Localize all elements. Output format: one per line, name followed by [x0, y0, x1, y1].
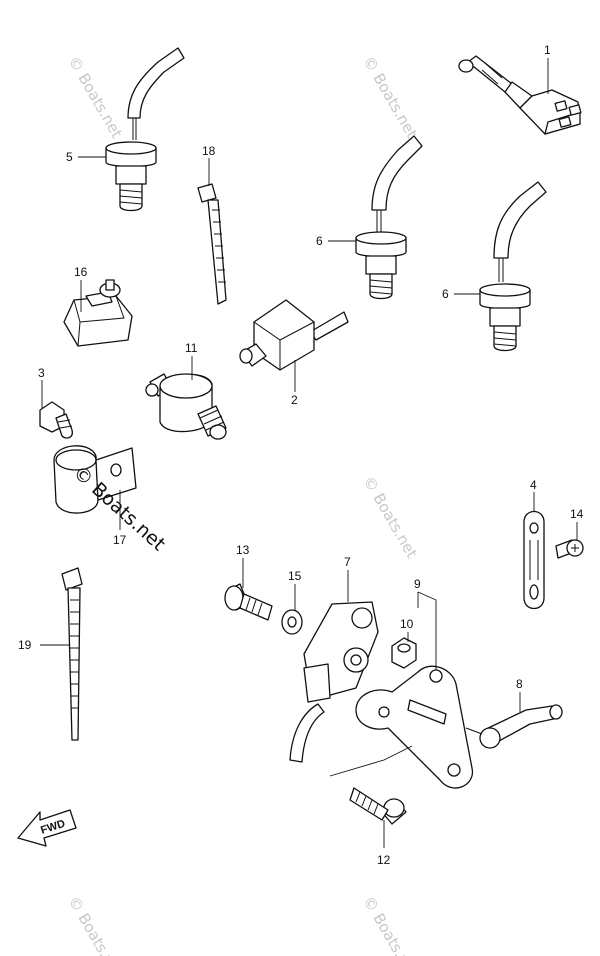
label-part-8: 8: [516, 677, 523, 691]
part-1-connector-sensor: [458, 55, 582, 135]
part-2-knock-sensor: [239, 299, 349, 371]
label-part-5: 5: [66, 150, 73, 164]
part-19-cable-tie: [61, 567, 83, 741]
watermark-3: © Boats.net: [360, 473, 421, 561]
label-part-11: 11: [185, 341, 198, 355]
part-12-bolt: [349, 787, 407, 825]
part-9-lever-plate: [355, 665, 473, 789]
label-part-17: 17: [113, 533, 127, 547]
part-3-bolt: [39, 401, 73, 439]
label-part-19: 19: [18, 638, 32, 652]
label-part-6-upper: 6: [316, 234, 323, 248]
label-part-2: 2: [291, 393, 298, 407]
part-15-washer: [281, 609, 303, 635]
label-part-6-right: 6: [442, 287, 449, 301]
label-part-15: 15: [288, 569, 302, 583]
label-part-3: 3: [38, 366, 45, 380]
label-part-10: 10: [400, 617, 414, 631]
part-4-bracket-plate: [523, 510, 545, 610]
part-11-oil-pressure-switch: [145, 373, 227, 440]
part-14-screw: [555, 539, 584, 559]
label-part-7: 7: [344, 555, 351, 569]
part-10-nut: [391, 637, 417, 669]
label-part-4: 4: [530, 478, 537, 492]
part-8-link-rod: [465, 704, 563, 749]
part-13-bolt: [224, 583, 273, 621]
label-part-14: 14: [570, 507, 584, 521]
leader-lines: [40, 58, 578, 848]
label-part-9: 9: [414, 577, 421, 591]
label-part-12: 12: [377, 853, 391, 867]
label-part-16: 16: [74, 265, 88, 279]
watermark-1: © Boats.net: [65, 53, 126, 141]
part-16-clamp: [63, 279, 133, 347]
watermark-4: © Boats.net: [65, 893, 126, 956]
part-number-labels: 1 5 18 6 6 16 2 11 3 17 4 14 19 13 15 7 …: [18, 43, 584, 867]
watermark-5: © Boats.net: [360, 893, 421, 956]
part-5-temp-sensor: [105, 47, 185, 212]
label-part-13: 13: [236, 543, 250, 557]
part-6-temp-sensor-upper: [355, 135, 423, 300]
part-18-cable-tie: [197, 183, 227, 305]
fwd-direction-arrow: FWD: [17, 809, 77, 847]
label-part-18: 18: [202, 144, 216, 158]
part-6-temp-sensor-right: [479, 181, 547, 352]
part-17-clamp-bracket: [53, 445, 137, 514]
watermark-2: © Boats.net: [360, 53, 421, 141]
part-7-position-sensor: [289, 601, 379, 763]
label-part-1: 1: [544, 43, 551, 57]
